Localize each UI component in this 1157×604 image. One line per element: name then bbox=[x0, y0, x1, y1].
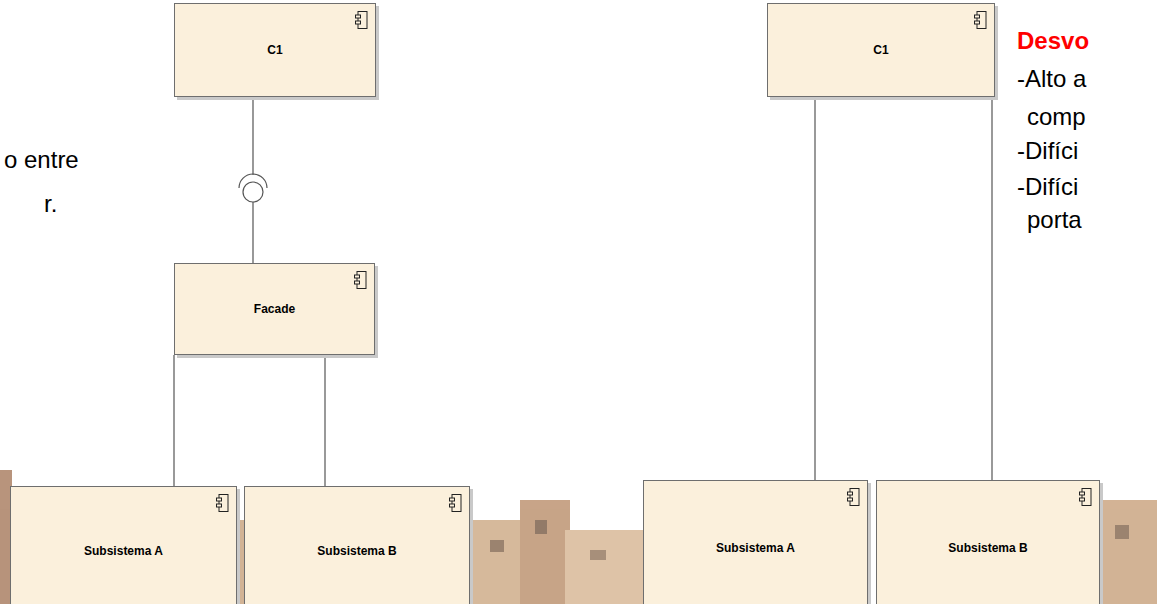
component-box: Subsistema B bbox=[244, 486, 470, 604]
component-name: Facade bbox=[232, 302, 317, 316]
component-name: Subsistema A bbox=[62, 544, 185, 558]
connector-line bbox=[814, 97, 815, 480]
slide-text: o entre bbox=[4, 146, 79, 175]
component-box: Subsistema A bbox=[10, 486, 237, 604]
connector-line bbox=[324, 355, 325, 486]
component-icon bbox=[355, 11, 368, 29]
heading-text: Desvo bbox=[1017, 27, 1089, 56]
slide-text: r. bbox=[44, 190, 57, 219]
component-box: C1 bbox=[174, 3, 376, 97]
slide-text: -Difíci bbox=[1017, 137, 1078, 166]
component-box: Subsistema A bbox=[643, 480, 868, 604]
component-name: C1 bbox=[851, 43, 910, 57]
component-icon bbox=[974, 11, 987, 29]
component-name: Subsistema B bbox=[926, 541, 1049, 555]
component-icon bbox=[449, 494, 462, 512]
component-name: Subsistema A bbox=[694, 541, 817, 555]
component-box: Subsistema B bbox=[876, 480, 1100, 604]
component-icon bbox=[1079, 488, 1092, 506]
component-box: Facade bbox=[174, 263, 375, 355]
slide-text: -Difíci bbox=[1017, 173, 1078, 202]
component-icon bbox=[847, 488, 860, 506]
connector-line bbox=[252, 97, 253, 263]
connector-line bbox=[173, 355, 174, 486]
slide-text: comp bbox=[1027, 103, 1086, 132]
component-box: C1 bbox=[767, 3, 995, 97]
component-name: C1 bbox=[245, 43, 304, 57]
component-name: Subsistema B bbox=[295, 544, 418, 558]
slide-text: porta bbox=[1027, 206, 1082, 235]
component-icon bbox=[216, 494, 229, 512]
slide-text: -Alto a bbox=[1017, 65, 1086, 94]
connector-line bbox=[991, 97, 992, 480]
component-icon bbox=[354, 271, 367, 289]
